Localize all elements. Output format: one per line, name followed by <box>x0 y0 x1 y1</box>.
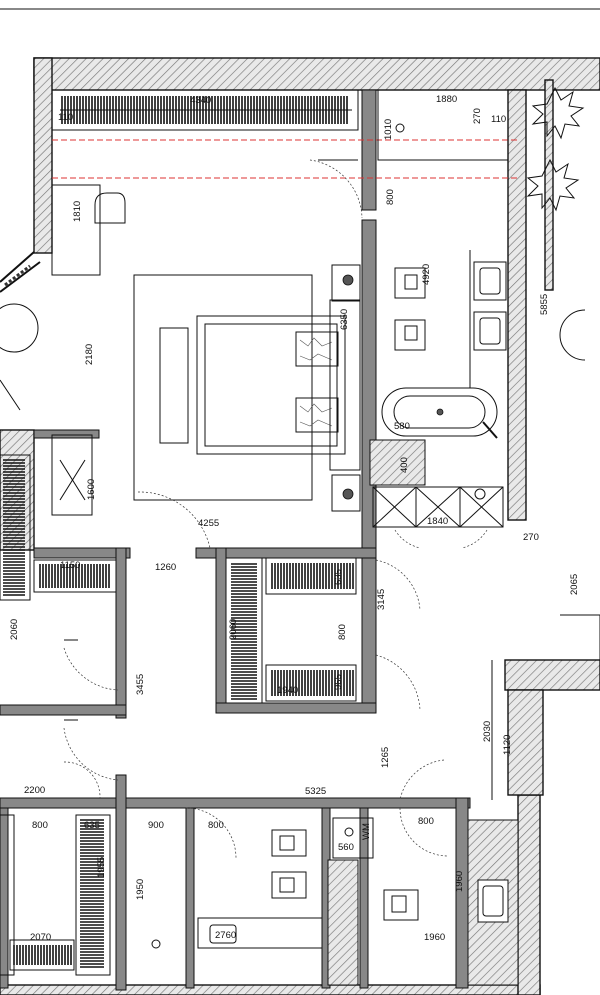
dim-desk-depth: 1810 <box>72 201 83 222</box>
dim-400: 400 <box>399 457 410 473</box>
dim-270: 270 <box>472 108 483 124</box>
dim-1960-vert: 1960 <box>454 871 465 892</box>
dim-2030: 2030 <box>482 721 493 742</box>
dim-1260: 1260 <box>155 562 176 573</box>
plant-icon <box>526 86 585 212</box>
dim-5325: 5325 <box>305 786 326 797</box>
dim-800-shower: 800 <box>385 189 396 205</box>
dim-1120: 1120 <box>502 735 513 755</box>
bench <box>159 327 189 444</box>
top-wardrobe: 4340 110 <box>51 89 359 131</box>
nightstand <box>331 264 361 302</box>
ceiling-lines <box>52 139 520 179</box>
dim-110-left: 110 <box>58 112 73 123</box>
dim-965: 965 <box>333 674 344 690</box>
vanity <box>197 917 323 949</box>
dim-800-closet: 800 <box>337 624 348 640</box>
dim-800-bath3: 800 <box>418 816 434 827</box>
dim-bath-width: 1880 <box>436 94 457 105</box>
dim-3145: 3145 <box>376 589 387 610</box>
master-bathroom: 1880 1010 270 110 800 4920 580 400 5855 <box>372 86 586 549</box>
left-window-element <box>0 251 41 411</box>
bedroom: 1810 2180 6350 1600 4255 <box>51 159 363 549</box>
pillow-icon <box>295 397 339 433</box>
bidet-icon <box>394 319 426 351</box>
toilet-icon <box>271 829 307 857</box>
dim-110-right: 110 <box>491 114 506 125</box>
cabinet-row <box>372 486 504 528</box>
dim-3455: 3455 <box>135 674 146 695</box>
chair-icon <box>94 192 126 224</box>
nightstand <box>331 474 361 512</box>
dim-1840: 1840 <box>427 516 448 527</box>
dim-1265: 1265 <box>380 747 391 768</box>
dim-1940: 1940 <box>277 685 298 696</box>
wifi-icon <box>344 827 354 837</box>
dim-1960: 1960 <box>424 932 445 943</box>
dim-635: 635 <box>333 569 344 585</box>
bidet-icon <box>271 871 307 899</box>
dim-room-depth: 2180 <box>84 344 95 365</box>
walk-in-closet: 2060 635 965 1940 800 3145 <box>225 557 421 711</box>
toilet-icon <box>394 267 426 299</box>
dim-800-bottom-left: 800 <box>32 820 48 831</box>
washing-machine-label: WM <box>361 823 372 840</box>
dim-4920: 4920 <box>421 264 432 285</box>
dim-wardrobe-width: 4340 <box>190 95 211 106</box>
dim-2060-closet: 2060 <box>228 619 239 640</box>
bottom-rooms: 800 635 1955 2070 1950 900 800 2760 560 … <box>0 807 509 976</box>
dim-2070: 2070 <box>30 932 51 943</box>
dim-5855: 5855 <box>539 294 550 315</box>
dim-1010: 1010 <box>383 119 394 140</box>
dim-closet-depth: 1600 <box>86 479 97 500</box>
dim-2060: 2060 <box>9 619 20 640</box>
dim-room-width: 4255 <box>198 518 219 529</box>
dim-560: 560 <box>338 842 354 853</box>
dim-270-b: 270 <box>523 532 539 543</box>
dim-2200: 2200 <box>24 785 45 796</box>
dim-1950: 1950 <box>135 879 146 900</box>
hallway: 2065 2030 1120 1265 5325 <box>305 574 600 801</box>
interior-walls <box>0 89 519 991</box>
dim-2065: 2065 <box>569 574 580 595</box>
dim-headboard: 6350 <box>339 309 350 330</box>
pillow-icon <box>295 331 339 367</box>
dim-900: 900 <box>148 820 164 831</box>
dim-580: 580 <box>394 421 410 432</box>
rug <box>133 274 313 501</box>
dim-2760: 2760 <box>215 930 236 941</box>
dim-800-bath2: 800 <box>208 820 224 831</box>
toilet-icon <box>383 889 419 921</box>
bed <box>196 315 346 455</box>
